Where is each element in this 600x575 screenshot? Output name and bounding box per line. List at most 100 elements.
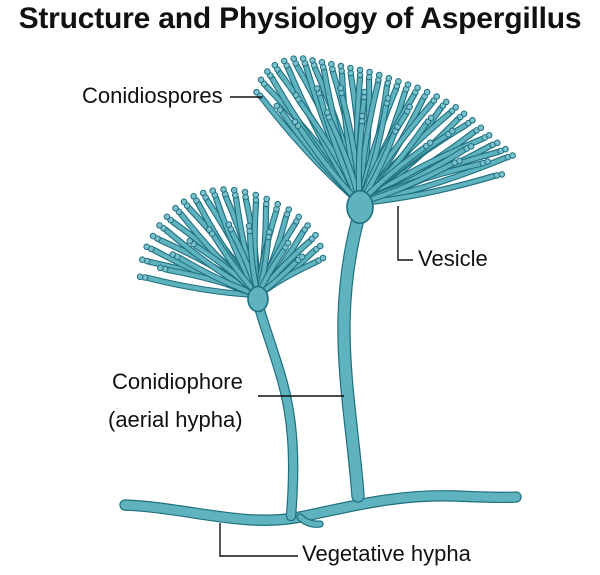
right-head-conidiospore <box>477 124 485 132</box>
left-head-conidiospore <box>136 273 144 281</box>
left-head-conidiospore <box>285 206 293 213</box>
right-head-conidiospore <box>384 95 392 102</box>
right-head-conidiospore <box>309 57 316 64</box>
left-head-conidiospore <box>220 186 227 193</box>
hypha-junction <box>296 513 324 528</box>
right-head-conidiospore <box>356 66 364 74</box>
left-head-conidiospore <box>266 228 273 236</box>
left-head-conidiospore <box>304 222 311 229</box>
right-head-conidiospore <box>442 98 450 106</box>
right-head-conidiospore <box>484 158 491 165</box>
conidial-head-right <box>253 55 516 225</box>
right-head-conidiospore <box>313 85 321 92</box>
left-head-conidiospore <box>317 242 324 250</box>
right-head-conidiospore <box>406 103 414 111</box>
right-head-conidiospore <box>337 62 345 70</box>
left-head-conidiospore <box>319 254 327 262</box>
right-head-conidiospore <box>452 104 460 111</box>
right-head-conidiospore <box>433 93 441 100</box>
left-head-conidiospore <box>172 204 179 212</box>
label-aerial-hypha: (aerial hypha) <box>108 407 243 432</box>
right-head-conidiospore <box>358 112 366 120</box>
leader-vesicle <box>397 206 413 261</box>
conidiophore-right-fill <box>338 206 366 502</box>
right-head-conidiospore <box>361 88 368 96</box>
leader-lines <box>219 96 413 557</box>
right-head-conidiospore <box>280 57 288 65</box>
left-head-conidiospore <box>205 226 213 233</box>
left-head-conidiospore <box>186 237 193 245</box>
left-head-conidiospore <box>230 186 238 194</box>
right-head-conidiospore <box>427 114 435 122</box>
right-head-conidiospore <box>337 84 345 92</box>
conidiophore-stalk-left <box>252 297 299 522</box>
right-head-conidiospore <box>324 109 331 116</box>
vegetative-hypha-shape <box>119 490 522 528</box>
right-head-conidiospore <box>460 110 468 118</box>
right-head-conidiospore <box>414 84 421 92</box>
right-head-conidiospore <box>423 88 431 96</box>
right-head-conidiospore <box>291 118 299 126</box>
left-head-conidiospore <box>312 231 319 239</box>
right-head-conidiospore <box>292 91 300 99</box>
left-head-conidiospore <box>284 239 292 247</box>
right-head-conidiospore <box>494 139 501 147</box>
left-head-conidiospore <box>190 193 197 200</box>
right-head-conidiospore <box>328 60 335 68</box>
vegetative-hypha-fill <box>120 491 521 525</box>
right-head-conidiospore <box>347 64 354 72</box>
right-head-conidiospore <box>318 59 326 66</box>
left-head-conidiospore <box>209 187 217 194</box>
left-head-conidiospore <box>274 200 282 208</box>
left-head-conidiospore <box>180 198 188 205</box>
right-head-conidiospore <box>467 143 475 150</box>
right-head-vesicle <box>346 189 374 225</box>
conidial-head-left <box>136 186 327 313</box>
right-head-conidiospore <box>366 68 373 76</box>
label-vegetative-hypha: Vegetative hypha <box>302 541 471 566</box>
left-head-conidiospore <box>149 232 157 240</box>
right-head-conidiospore <box>253 88 260 96</box>
right-head-conidiospore <box>273 102 281 110</box>
left-head-conidiospore <box>163 213 171 221</box>
conidiophore-right <box>337 205 367 503</box>
leader-vegetative-hypha <box>219 523 298 557</box>
conidiophore-left-fill <box>254 299 298 520</box>
right-head-conidiospore <box>271 61 279 69</box>
right-head-conidiospore <box>498 171 506 178</box>
conidiophore-left <box>252 297 299 522</box>
hypha-junction-fill <box>297 514 323 527</box>
right-head-conidiospore <box>509 152 516 159</box>
left-head-conidiospore <box>143 243 150 251</box>
left-head-conidiospore <box>156 222 163 229</box>
label-vesicle: Vesicle <box>418 246 488 271</box>
vegetative-hypha <box>119 490 522 526</box>
left-head-conidiospore <box>139 256 146 264</box>
conidiophore-stalk-right <box>337 205 367 503</box>
right-head-conidiospore <box>456 157 463 165</box>
right-head-conidiospore <box>394 123 401 131</box>
right-head-conidiospore <box>395 78 402 85</box>
right-head-conidiospore <box>404 81 412 88</box>
left-head-conidiospore <box>298 253 306 261</box>
label-conidiophore: Conidiophore <box>112 369 243 394</box>
left-head-conidiospore <box>225 221 233 228</box>
left-head-conidiospore <box>169 251 177 258</box>
right-head-conidiospore <box>449 127 456 135</box>
left-head-conidiospore <box>157 264 164 272</box>
left-head-conidiospore <box>252 191 260 199</box>
right-head-conidiospore <box>257 76 265 84</box>
right-head-conidiospore <box>290 55 298 63</box>
page-title: Structure and Physiology of Aspergillus <box>18 2 582 35</box>
left-head-conidiospore <box>295 213 303 221</box>
right-head-conidiospore <box>502 145 509 153</box>
right-head-conidiospore <box>375 71 383 79</box>
left-head-vesicle <box>247 285 269 313</box>
right-head-conidiospore <box>469 117 476 124</box>
label-conidiospores: Conidiospores <box>82 83 223 108</box>
left-head-conidiospore <box>245 222 253 230</box>
right-head-conidiospore <box>426 139 434 147</box>
left-head-conidiospore <box>199 189 207 197</box>
